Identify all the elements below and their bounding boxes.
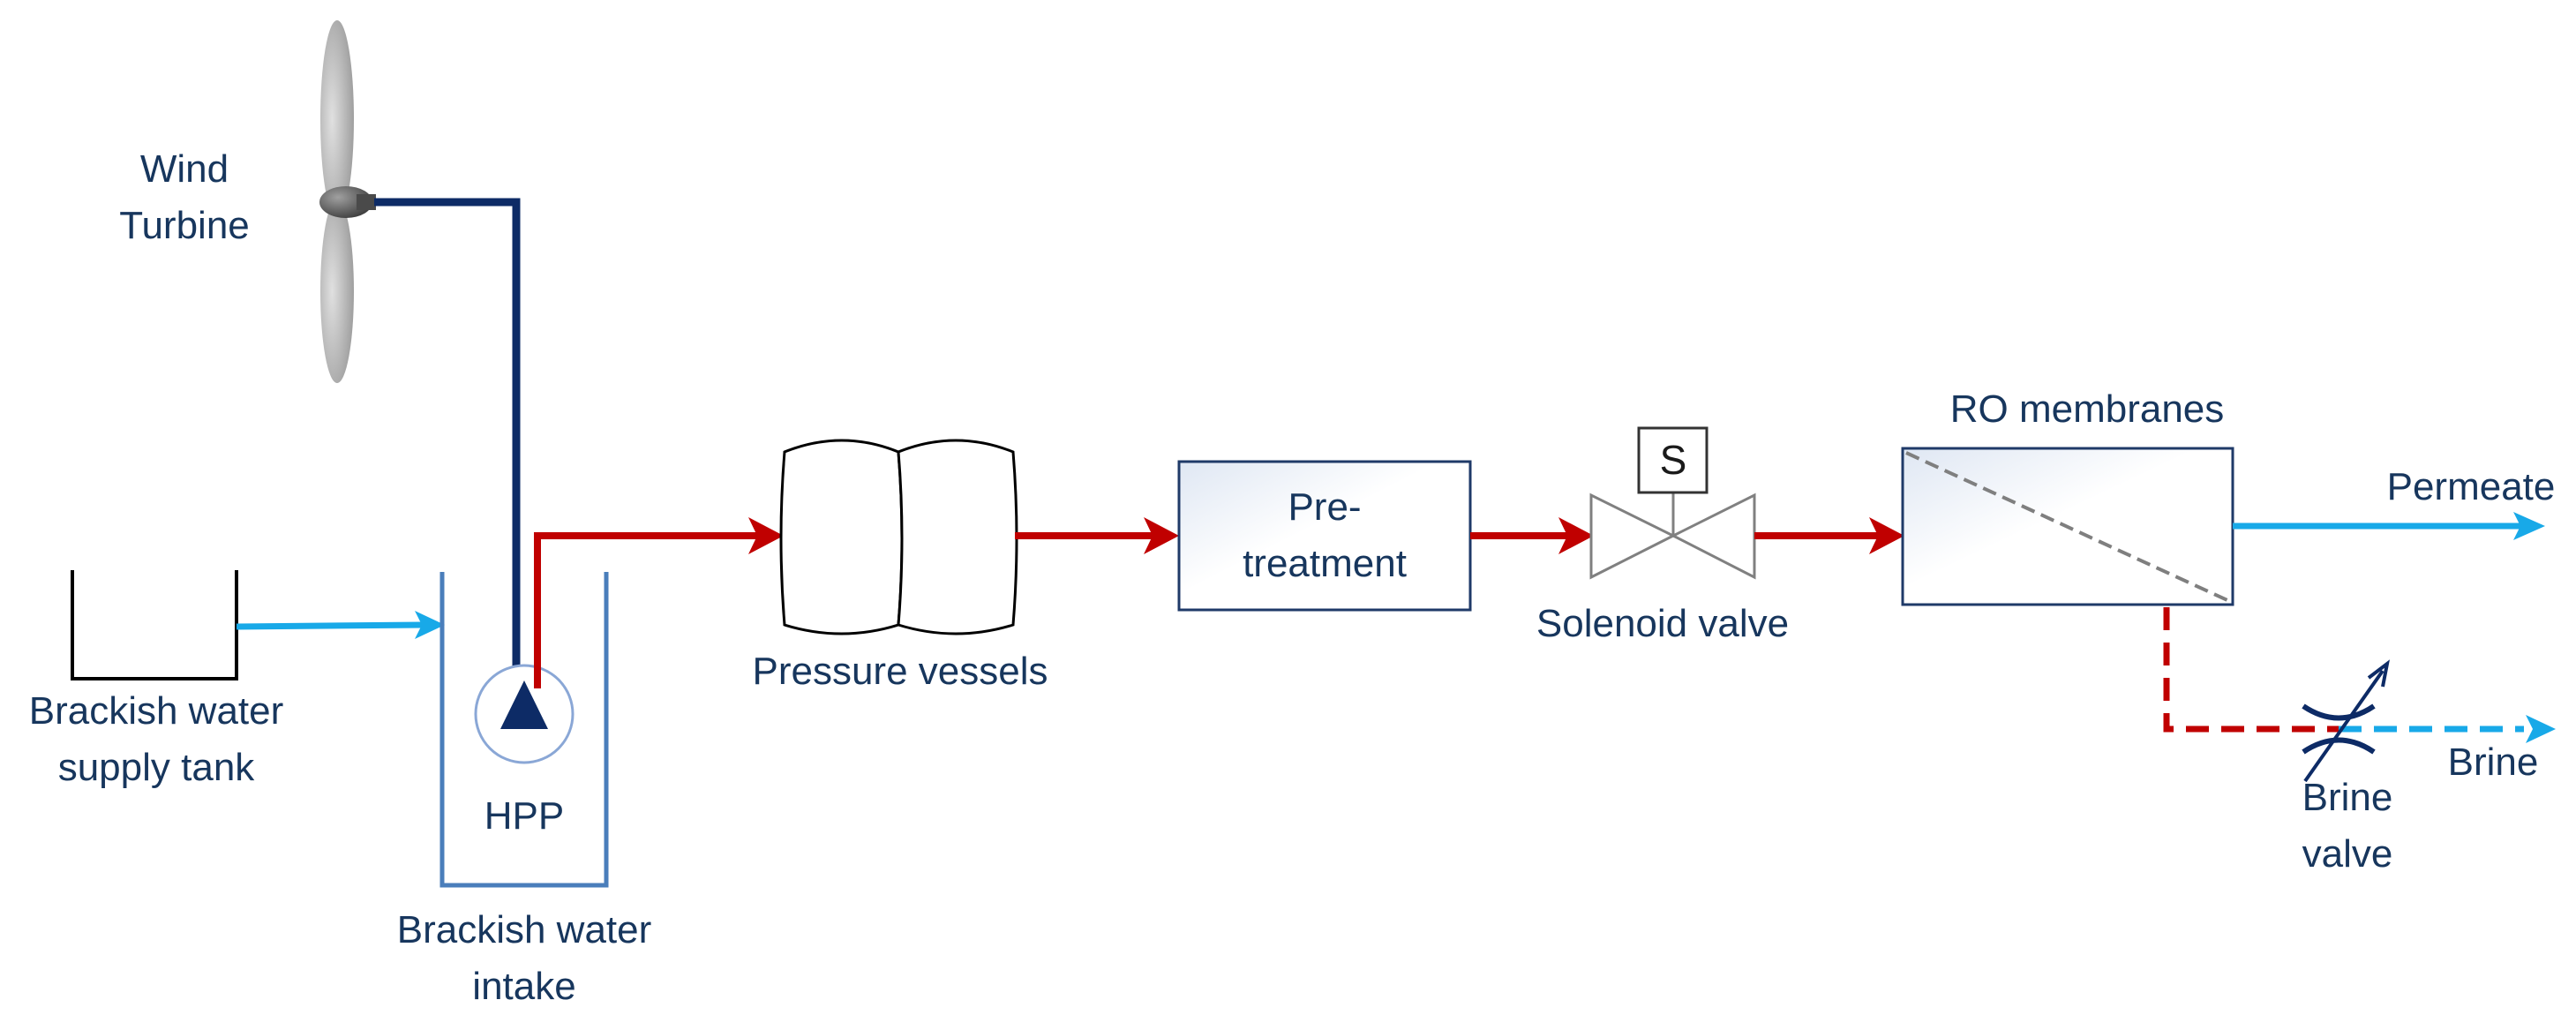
brine-valve-upper-arc <box>2302 703 2376 721</box>
brine-valve-lower-arc <box>2302 737 2376 755</box>
brine-valve-adjust-arrowhead <box>2367 659 2390 688</box>
pretreatment-box <box>1177 460 1472 612</box>
pump-label-line: HPP <box>484 794 565 838</box>
wind-turbine-icon <box>319 20 376 383</box>
pretreatment-label: Pre- treatment <box>1243 479 1407 592</box>
wind-turbine-label-line: Wind <box>139 147 229 191</box>
wind-turbine-label: Wind Turbine <box>119 141 250 254</box>
turbine-upper-blade <box>320 20 354 218</box>
permeate-arrow <box>2513 512 2545 540</box>
pump-label: HPP <box>484 788 564 845</box>
valve-to-ro-arrow <box>1869 517 1904 554</box>
pressure-vessels-label: Pressure vessels <box>752 643 1048 700</box>
ro-membranes-label: RO membranes <box>1950 381 2225 438</box>
solenoid-valve-left-wedge <box>1589 492 1677 580</box>
permeate-label-line: Permeate <box>2386 465 2556 508</box>
solenoid-valve-right-wedge <box>1670 492 1756 580</box>
wind-turbine-label-line: Turbine <box>119 204 250 247</box>
brine-valve-icon <box>2302 659 2390 783</box>
pump-triangle <box>500 680 548 729</box>
solenoid-actuator-box <box>1637 426 1709 494</box>
brine-label-line: Brine <box>2447 741 2539 784</box>
intake-label: Brackish water intake <box>397 902 652 1015</box>
brine-valve-label-line: valve <box>2302 832 2393 876</box>
permeate-label: Permeate <box>2387 459 2556 515</box>
vessels-to-pretreatment-arrow <box>1144 517 1179 554</box>
pressure-vessels-label-line: Pressure vessels <box>752 650 1048 693</box>
pretreatment-label-line: Pre- <box>1288 485 1362 529</box>
power-line <box>374 198 521 681</box>
solenoid-symbol: S <box>1660 432 1687 488</box>
pretreatment-label-line: treatment <box>1243 542 1407 585</box>
pressure-vessel-right <box>897 439 1018 635</box>
brine-arrow <box>2526 715 2556 743</box>
supply-tank-label-line: Brackish water <box>28 689 284 733</box>
intake-tank-icon <box>439 572 609 888</box>
ro-membrane-diagonal <box>1905 451 2230 603</box>
pretreatment-to-valve-arrow <box>1558 517 1594 554</box>
pump-outlet-arrow <box>748 517 784 554</box>
brine-valve-label-line: Brine <box>2302 776 2393 819</box>
pressure-vessel-left <box>779 439 904 635</box>
ro-membranes-label-line: RO membranes <box>1949 387 2225 431</box>
pump-outlet-line <box>534 532 759 688</box>
supply-tank-label: Brackish water supply tank <box>29 683 284 796</box>
intake-label-line: Brackish water <box>396 908 652 951</box>
solenoid-valve-icon <box>1589 426 1756 580</box>
brine-valve-label: Brine valve <box>2302 770 2393 883</box>
pump-icon <box>474 664 575 764</box>
brine-label: Brine <box>2448 734 2539 791</box>
turbine-nacelle <box>357 194 376 210</box>
intake-label-line: intake <box>472 965 576 1008</box>
supply-tank-icon <box>71 570 238 680</box>
pressure-vessels-icon <box>779 439 1018 635</box>
solenoid-valve-label-line: Solenoid valve <box>1536 602 1790 645</box>
supply-line-arrow <box>415 611 445 639</box>
solenoid-symbol-text: S <box>1659 437 1687 483</box>
turbine-lower-blade <box>320 199 354 383</box>
supply-line <box>236 621 424 630</box>
brine-valve-adjust-line <box>2303 669 2384 783</box>
solenoid-valve-label: Solenoid valve <box>1536 596 1789 652</box>
brine-high-pressure-line <box>2163 607 2339 733</box>
supply-tank-label-line: supply tank <box>57 746 255 789</box>
